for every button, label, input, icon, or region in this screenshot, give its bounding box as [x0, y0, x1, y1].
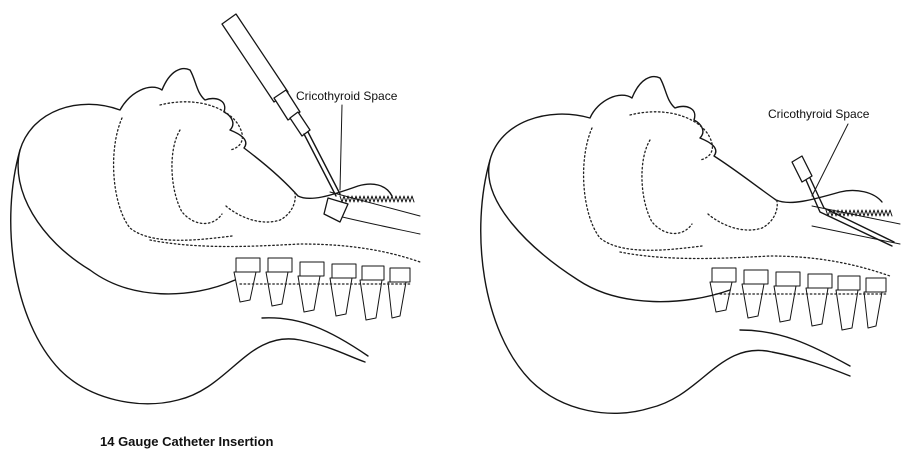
back-of-neck-outline: [262, 318, 368, 356]
tongue-outline: [642, 140, 692, 234]
cricothyroid-label-right: Cricothyroid Space: [768, 107, 870, 121]
palate-outline: [160, 102, 242, 150]
pharynx-outline: [620, 252, 890, 276]
neck-front-outline: [11, 150, 365, 404]
needle-tip-in-airway: [324, 198, 348, 222]
larynx-outline: [226, 190, 295, 222]
trachea-rings: [340, 196, 414, 202]
right-panel-head-diagram: Cricothyroid Space: [481, 77, 900, 414]
palate-outline: [630, 112, 712, 160]
cricothyroid-label-left: Cricothyroid Space: [296, 89, 398, 103]
leader-line: [812, 124, 848, 196]
leader-line: [340, 105, 342, 190]
catheter-hub: [290, 112, 310, 136]
cervical-vertebrae: [234, 258, 410, 320]
neck-front-outline: [481, 160, 850, 413]
syringe-with-catheter: [222, 14, 348, 222]
syringe-barrel: [222, 14, 288, 102]
back-of-neck-outline: [740, 330, 850, 366]
left-panel-head-diagram: Cricothyroid Space 14 Gauge Catheter Ins…: [11, 14, 420, 449]
cervical-vertebrae: [710, 268, 886, 330]
catheter-shaft: [304, 134, 336, 196]
tongue-outline: [172, 130, 222, 224]
pharynx-outline: [150, 240, 420, 262]
catheter-hub: [792, 156, 812, 182]
larynx-outline: [708, 198, 777, 230]
trachea-lower-wall: [330, 214, 420, 234]
figure-caption: 14 Gauge Catheter Insertion: [100, 434, 273, 449]
